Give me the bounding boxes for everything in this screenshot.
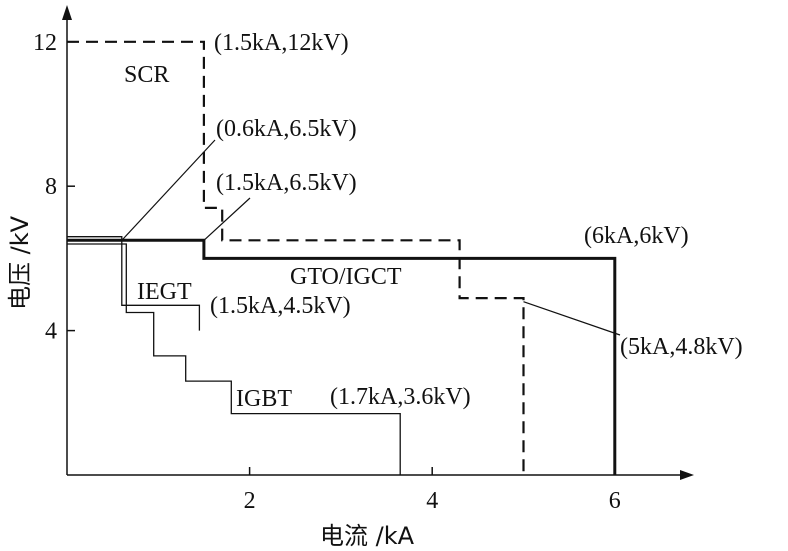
annotation-5ka-4.8kv: (5kA,4.8kV) [620, 334, 743, 360]
annotation-0.6ka-6.5kv: (0.6kA,6.5kV) [216, 116, 357, 142]
series-iegt-line [67, 236, 201, 331]
series-igbt-line [67, 243, 401, 475]
y-tick-label: 12 [33, 30, 57, 56]
series-scr-line [67, 40, 525, 475]
label-scr: SCR [124, 62, 169, 88]
y-tick-label: 4 [45, 319, 57, 345]
y-tick-label: 8 [45, 174, 57, 200]
annotation-1.7ka-3.6kv: (1.7kA,3.6kV) [330, 384, 471, 410]
leader-line-0.6ka [121, 139, 216, 241]
annotation-1.5ka-4.5kv: (1.5kA,4.5kV) [210, 293, 351, 319]
annotation-1.5ka-12kv: (1.5kA,12kV) [214, 30, 349, 56]
x-tick-label: 2 [244, 488, 256, 514]
label-igbt: IGBT [236, 386, 292, 412]
axis-ticks: 2 4 6 4 8 12 [33, 30, 621, 514]
annotation-6ka-6kv: (6kA,6kV) [584, 223, 689, 249]
x-tick-label: 4 [426, 488, 438, 514]
leader-line-1.5ka [203, 197, 251, 241]
x-axis-arrow [680, 470, 694, 480]
series-gto-igct-line [67, 238, 617, 475]
x-tick-label: 6 [609, 488, 621, 514]
annotation-1.5ka-6.5kv: (1.5kA,6.5kV) [216, 170, 357, 196]
leader-line-5ka [523, 301, 621, 336]
label-iegt: IEGT [137, 279, 192, 305]
x-axis-label: 电流 /kA [320, 522, 415, 550]
label-gto-igct: GTO/IGCT [290, 264, 402, 290]
y-axis-label: 电压 /kV [6, 215, 34, 310]
y-axis-arrow [62, 5, 72, 20]
